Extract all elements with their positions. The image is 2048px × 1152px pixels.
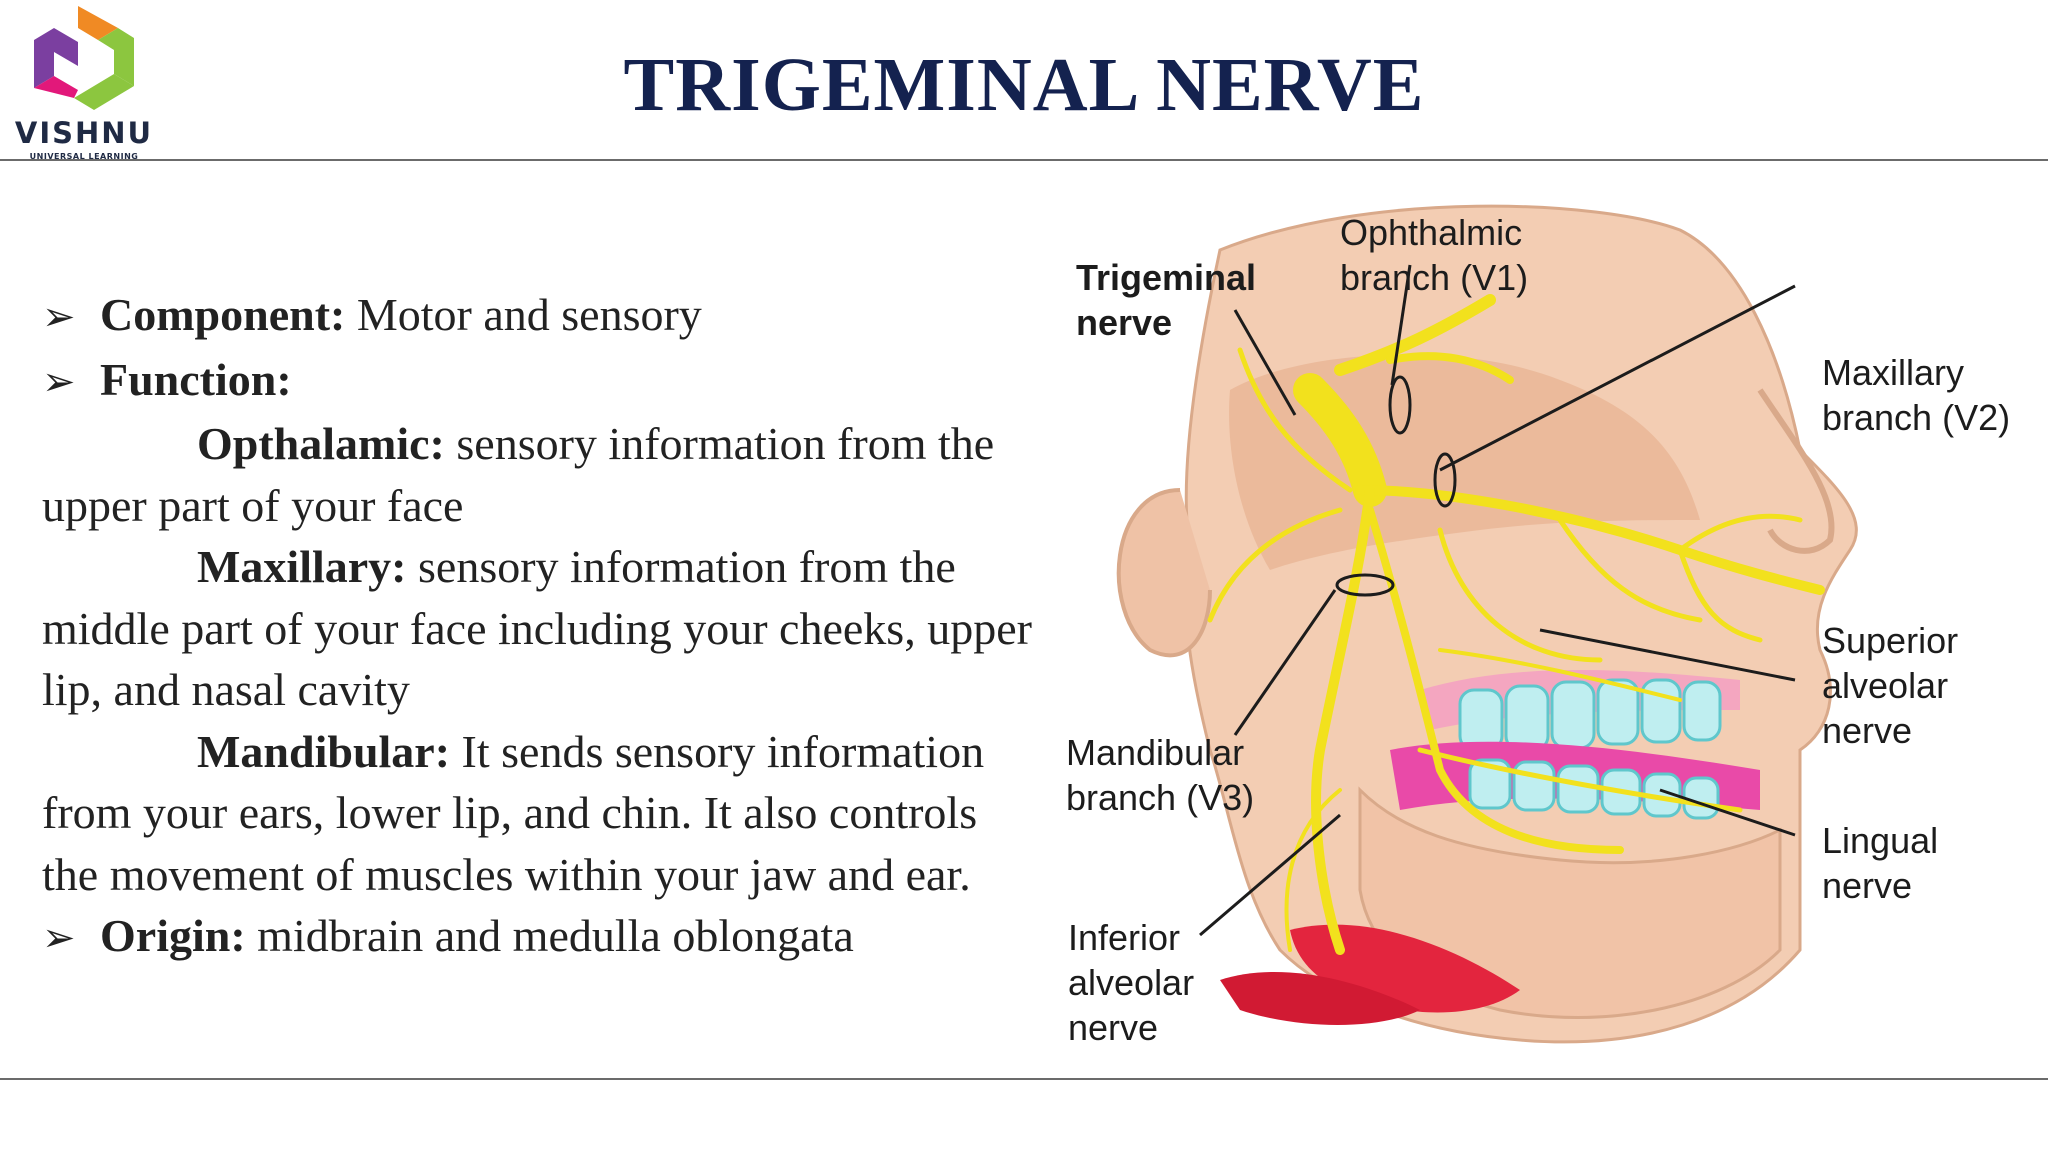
header-divider [0,159,2048,161]
component-text: Motor and sensory [345,289,702,340]
brand-logo: VISHNU UNIVERSAL LEARNING [14,6,154,161]
label-maxillary-branch: Maxillary branch (V2) [1822,352,2011,438]
opthalamic-text: sensory information from the upper part … [42,418,995,531]
head-anatomy-illustration [1116,204,1858,1044]
content-text: ➢ Component: Motor and sensory ➢ Function:… [42,284,1032,970]
label-lingual-nerve: Lingual nerve [1822,820,1939,906]
arrow-bullet-icon: ➢ [42,358,76,405]
maxillary-label: Maxillary: [197,541,407,592]
origin-text: midbrain and medulla oblongata [245,910,854,961]
maxillary-paragraph: Maxillary: sensory information from the … [42,536,1032,721]
trigeminal-nerve-diagram: Trigeminal nerve Ophthalmic branch (V1) … [1040,190,2025,1070]
label-ophthalmic-branch: Ophthalmic branch (V1) [1340,212,1529,298]
label-trigeminal-nerve: Trigeminal nerve [1076,257,1257,343]
origin-label: Origin: [100,910,246,961]
component-label: Component: [100,289,346,340]
bullet-component: ➢ Component: Motor and sensory [42,284,1032,349]
function-label: Function: [100,353,292,405]
opthalamic-label: Opthalamic: [197,418,445,469]
page-title: TRIGEMINAL NERVE [623,43,1425,127]
bullet-origin: ➢ Origin: midbrain and medulla oblongata [42,905,1032,970]
label-inferior-alveolar-nerve: Inferior alveolar nerve [1068,917,1195,1048]
footer-divider [0,1078,2048,1080]
mandibular-label: Mandibular: [197,725,451,777]
bullet-function: ➢ Function: [42,349,1032,414]
maxillary-text: sensory information from the middle part… [42,541,1032,715]
opthalamic-paragraph: Opthalamic: sensory information from the… [42,413,1032,536]
logo-name: VISHNU [14,116,154,150]
arrow-bullet-icon: ➢ [42,294,76,340]
mandibular-paragraph: Mandibular: It sends sensory information… [42,721,1032,906]
label-mandibular-branch: Mandibular branch (V3) [1066,732,1255,818]
logo-tagline: UNIVERSAL LEARNING [29,152,139,161]
arrow-bullet-icon: ➢ [42,915,76,961]
logo-mark-icon [34,6,134,110]
label-superior-alveolar-nerve: Superior alveolar nerve [1822,620,1959,751]
mandibular-text: It sends sensory information from your e… [42,725,985,900]
